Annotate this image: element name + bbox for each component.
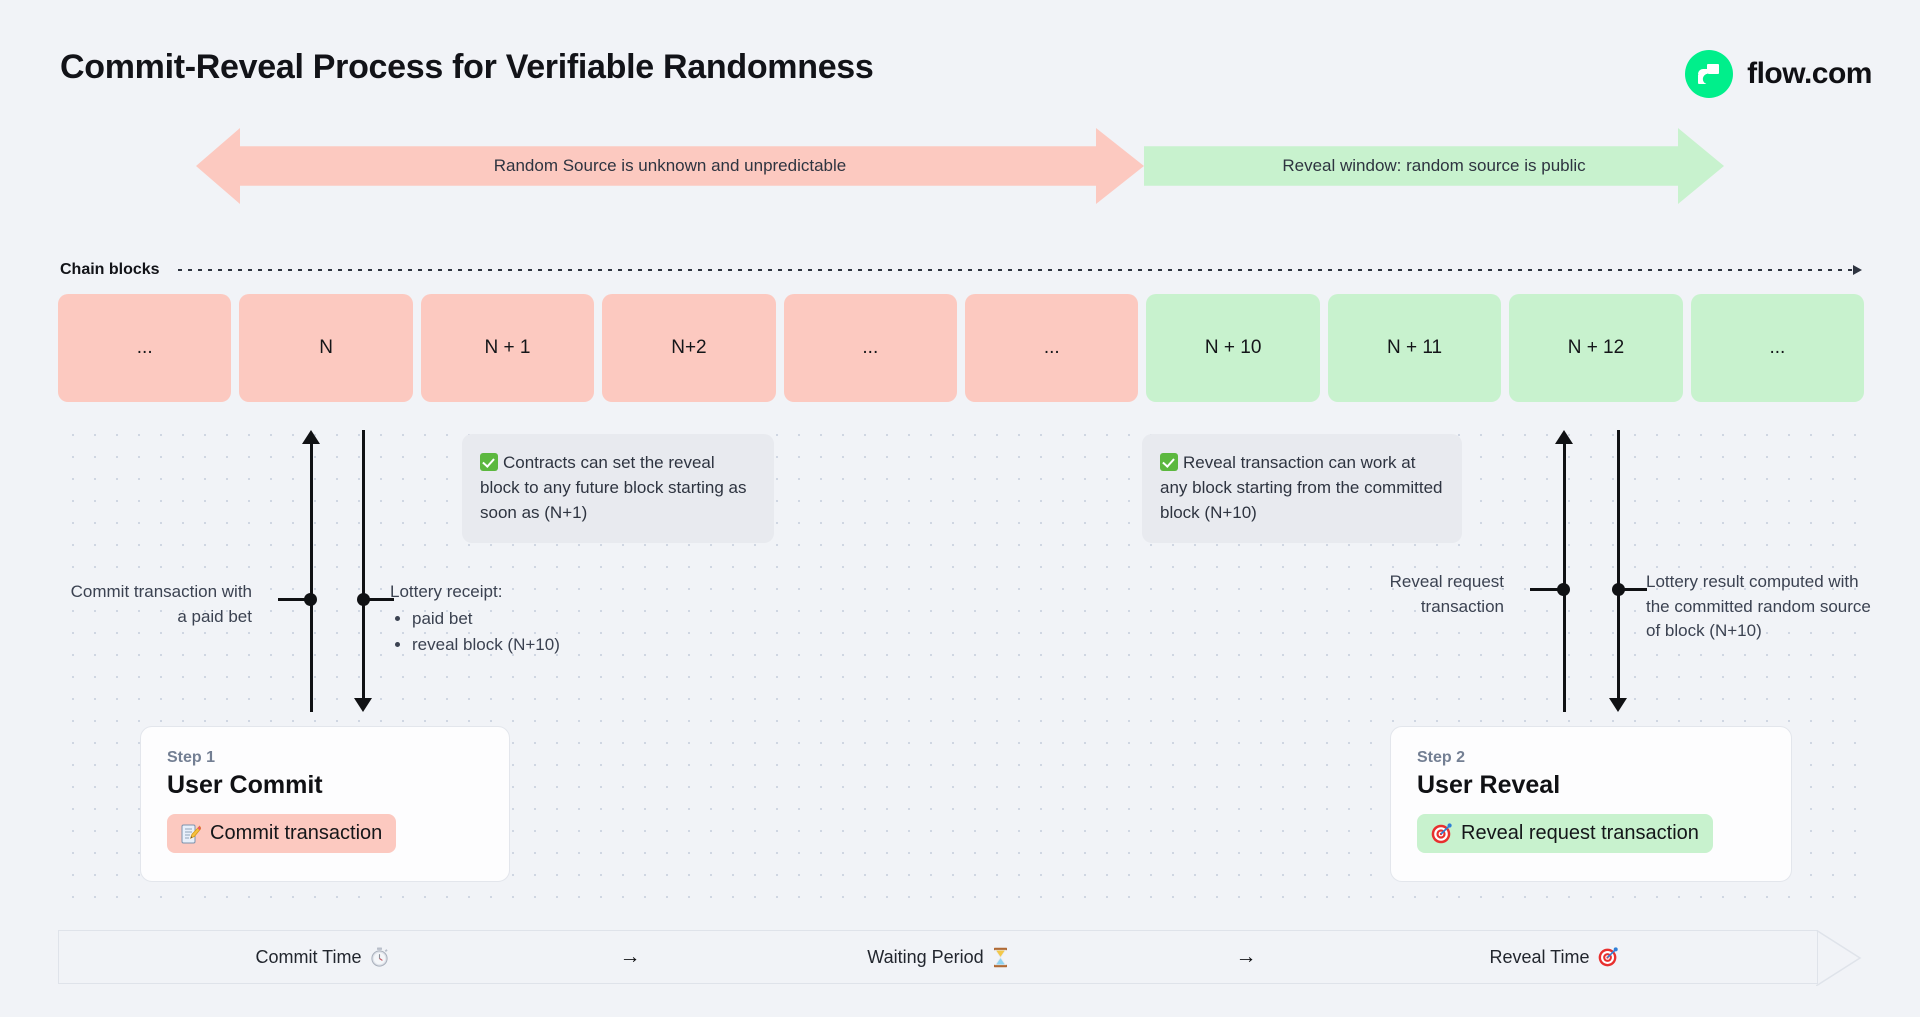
block-cell: N+2 xyxy=(602,294,776,402)
banner-reveal-window-label: Reveal window: random source is public xyxy=(1282,156,1586,175)
annotation-lottery-result: Lottery result computed with the committ… xyxy=(1646,572,1871,641)
receipt-label-stub xyxy=(366,598,394,601)
annotation-commit-transaction: Commit transaction with a paid bet xyxy=(70,582,252,626)
banner-reveal-window: Reveal window: random source is public xyxy=(1144,128,1724,204)
annotation-reveal-request-transaction: Reveal request transaction xyxy=(1389,572,1504,616)
callout-1-text: Contracts can set the reveal block to an… xyxy=(480,453,747,523)
result-node-dot xyxy=(1612,583,1625,596)
result-label-stub xyxy=(1621,588,1647,591)
chain-axis-arrow-icon xyxy=(177,265,1863,275)
commit-arrow-up-icon xyxy=(302,430,320,444)
phase-banner-row: Random Source is unknown and unpredictab… xyxy=(0,128,1920,204)
timeline-phase-waiting-period: Waiting Period xyxy=(675,947,1201,968)
page-title: Commit-Reveal Process for Verifiable Ran… xyxy=(60,48,874,86)
reveal-arrow-line xyxy=(1563,442,1566,712)
phase-timeline: Commit Time → Waiting Period → xyxy=(58,930,1818,984)
banner-unpredictable: Random Source is unknown and unpredictab… xyxy=(196,128,1144,204)
block-cell: ... xyxy=(783,294,958,402)
callout-contract-reveal-block: Contracts can set the reveal block to an… xyxy=(462,434,774,544)
step-2-title: User Reveal xyxy=(1417,771,1561,799)
direct-hit-icon xyxy=(1431,823,1452,844)
page-header: Commit-Reveal Process for Verifiable Ran… xyxy=(0,0,1920,120)
timeline-end-arrow-icon xyxy=(1816,930,1862,986)
step-1-eyebrow: Step 1 xyxy=(167,749,216,766)
block-cell: ... xyxy=(965,294,1139,402)
reveal-node-dot xyxy=(1557,583,1570,596)
block-cell: N + 11 xyxy=(1327,294,1502,402)
stopwatch-icon xyxy=(370,947,389,967)
receipt-arrow-down-icon xyxy=(354,698,372,712)
block-cell: N + 10 xyxy=(1146,294,1320,402)
commit-label-stub xyxy=(278,598,308,601)
commit-transaction-pill[interactable]: Commit transaction xyxy=(167,814,397,853)
result-arrow-down-icon xyxy=(1609,698,1627,712)
receipt-node-dot xyxy=(357,593,370,606)
step-card-user-commit: Step 1 User Commit Commit transaction xyxy=(140,726,510,882)
commit-transaction-pill-label: Commit transaction xyxy=(210,822,383,844)
receipt-arrow-line xyxy=(362,430,365,702)
check-mark-button-icon xyxy=(1160,453,1178,471)
direct-hit-icon xyxy=(1598,946,1619,968)
timeline-separator-arrow-icon: → xyxy=(619,945,641,968)
callout-2-text: Reveal transaction can work at any block… xyxy=(1160,453,1443,523)
commit-arrow-line xyxy=(310,442,313,712)
reveal-arrow-up-icon xyxy=(1555,430,1573,444)
reveal-label-stub xyxy=(1530,588,1560,591)
lottery-receipt-lead: Lottery receipt: xyxy=(390,582,503,601)
callout-reveal-transaction-window: Reveal transaction can work at any block… xyxy=(1142,434,1462,544)
block-cell: N + 1 xyxy=(420,294,595,402)
reveal-request-transaction-pill[interactable]: Reveal request transaction xyxy=(1417,814,1713,853)
memo-icon xyxy=(181,823,202,845)
step-1-title: User Commit xyxy=(167,771,323,799)
timeline-phase-waiting-period-label: Waiting Period xyxy=(867,946,984,967)
chain-blocks-label: Chain blocks xyxy=(60,261,160,278)
annotation-lottery-receipt: Lottery receipt: paid bet reveal block (… xyxy=(390,580,650,660)
timeline-phase-commit-time: Commit Time xyxy=(59,947,585,968)
flow-logo-icon xyxy=(1685,50,1734,98)
timeline-separator-arrow-icon: → xyxy=(1235,945,1257,968)
lottery-receipt-list: paid bet reveal block (N+10) xyxy=(390,607,650,658)
logo-wordmark: flow.com xyxy=(1747,57,1872,90)
list-item: paid bet xyxy=(412,607,650,632)
step-2-eyebrow: Step 2 xyxy=(1417,749,1466,766)
step-card-user-reveal: Step 2 User Reveal Reveal request transa… xyxy=(1390,726,1792,882)
block-cell: N xyxy=(239,294,413,402)
block-cell: ... xyxy=(1690,294,1865,402)
block-cell: ... xyxy=(58,294,232,402)
timeline-phase-commit-time-label: Commit Time xyxy=(255,946,362,967)
banner-unpredictable-label: Random Source is unknown and unpredictab… xyxy=(493,156,847,175)
hourglass-icon xyxy=(992,947,1009,968)
list-item: reveal block (N+10) xyxy=(412,633,650,658)
commit-node-dot xyxy=(304,593,317,606)
result-arrow-line xyxy=(1617,430,1620,702)
timeline-phase-reveal-time-label: Reveal Time xyxy=(1489,946,1590,967)
reveal-request-transaction-pill-label: Reveal request transaction xyxy=(1461,822,1699,844)
chain-block-strip: ... N N + 1 N+2 ... ... N + 10 N + 11 N … xyxy=(58,294,1865,402)
check-mark-button-icon xyxy=(480,453,498,471)
timeline-phase-reveal-time: Reveal Time xyxy=(1291,947,1817,968)
block-cell: N + 12 xyxy=(1509,294,1683,402)
chain-blocks-axis: Chain blocks xyxy=(60,258,1863,282)
brand-logo: flow.com xyxy=(1685,50,1872,98)
